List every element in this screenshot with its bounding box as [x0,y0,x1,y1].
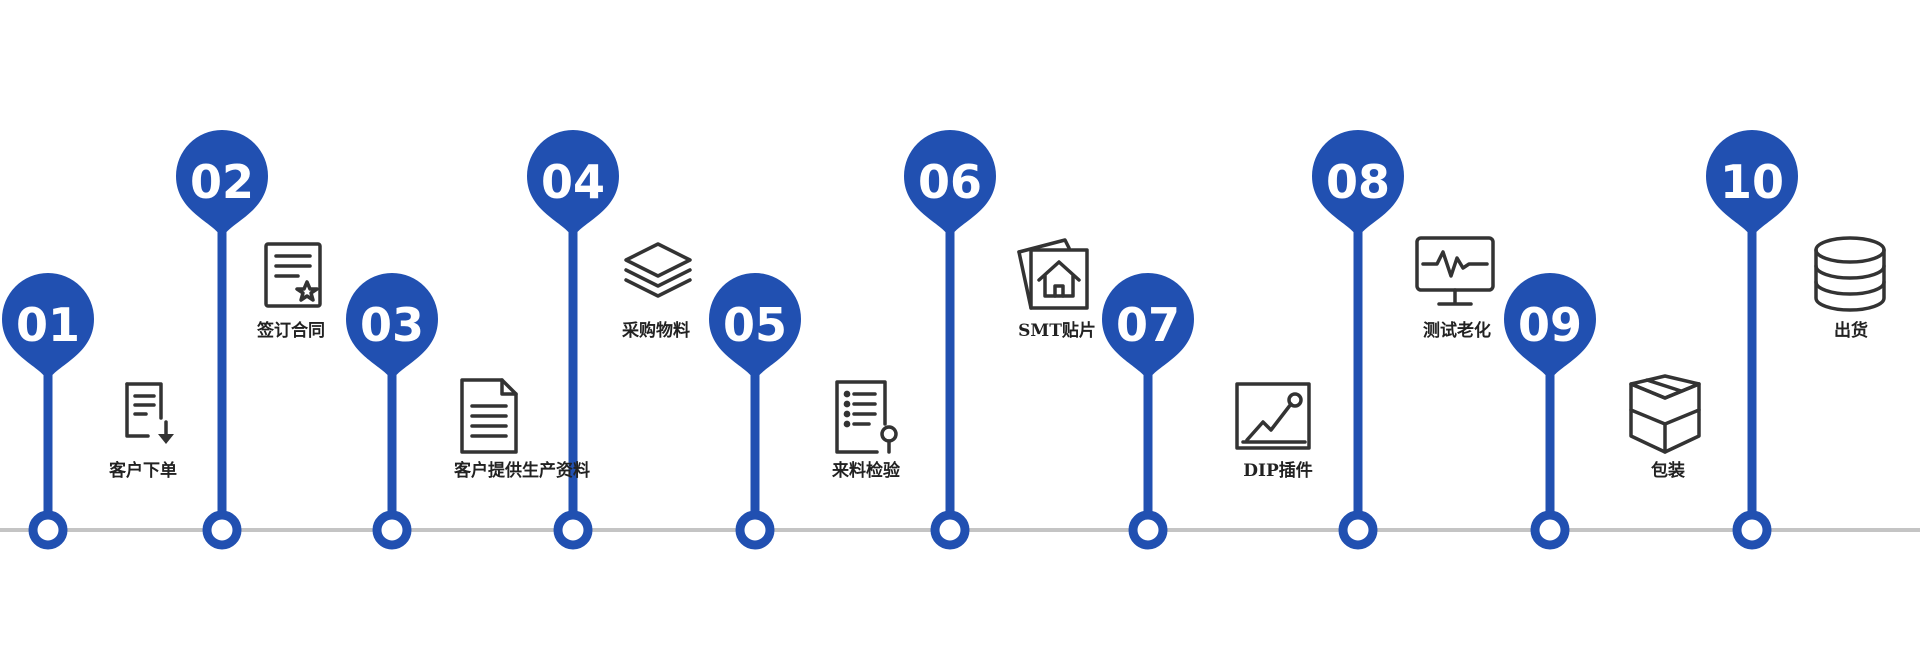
step-label: 来料检验 [832,461,900,481]
baseline-node [372,510,412,550]
step-label: DIP插件 [1243,461,1313,481]
baseline-node [735,510,775,550]
document-download-icon [125,382,174,444]
baseline-node [1530,510,1570,550]
step-number: 01 [16,298,80,352]
step-label: 测试老化 [1423,321,1491,341]
step-06: 06 [904,130,1089,550]
step-pin [345,272,439,381]
step-03: 03 [345,272,518,550]
step-number: 10 [1720,155,1784,209]
step-label: 签订合同 [257,321,325,341]
monitor-pulse-icon [1415,236,1495,306]
line-chart-icon [1235,382,1311,450]
step-number: 05 [723,298,787,352]
step-label: 出货 [1834,321,1868,341]
step-10: 10 [1706,130,1886,550]
step-pin [1706,130,1798,238]
step-pin [904,130,996,238]
step-pin [709,273,801,381]
step-number: 04 [541,155,605,209]
step-label: 客户提供生产资料 [454,461,590,481]
step-number: 07 [1116,298,1180,352]
step-number: 08 [1326,155,1390,209]
step-09: 09 [1504,273,1701,550]
step-05: 05 [709,273,898,550]
step-number: 09 [1518,298,1582,352]
step-pin [1102,273,1194,381]
baseline-node [202,510,242,550]
baseline-node [1338,510,1378,550]
baseline-node [28,510,68,550]
box-package-icon [1629,374,1701,454]
step-number: 06 [918,155,982,209]
file-text-icon [460,378,518,454]
step-label: 客户下单 [109,461,177,481]
step-pin [2,273,94,381]
baseline-node [553,510,593,550]
step-07: 07 [1102,273,1311,550]
step-pin [176,130,268,238]
photos-home-icon [1017,238,1089,310]
step-04: 04 [527,130,692,550]
baseline-node [1732,510,1772,550]
step-08: 08 [1312,130,1495,550]
step-label: 包装 [1651,461,1685,481]
step-pin [1312,130,1404,238]
contract-sign-icon [264,242,322,308]
step-number: 02 [190,155,254,209]
step-02: 02 [176,130,322,550]
layers-icon [624,242,692,298]
checklist-inspect-icon [835,380,898,454]
database-stack-icon [1814,236,1886,312]
baseline-node [1128,510,1168,550]
step-pin [527,130,619,238]
baseline-node [930,510,970,550]
step-label: 采购物料 [622,321,690,341]
step-label: SMT贴片 [1018,321,1096,341]
step-number: 03 [360,298,424,352]
step-pin [1504,273,1596,381]
step-01: 01 [2,273,174,550]
